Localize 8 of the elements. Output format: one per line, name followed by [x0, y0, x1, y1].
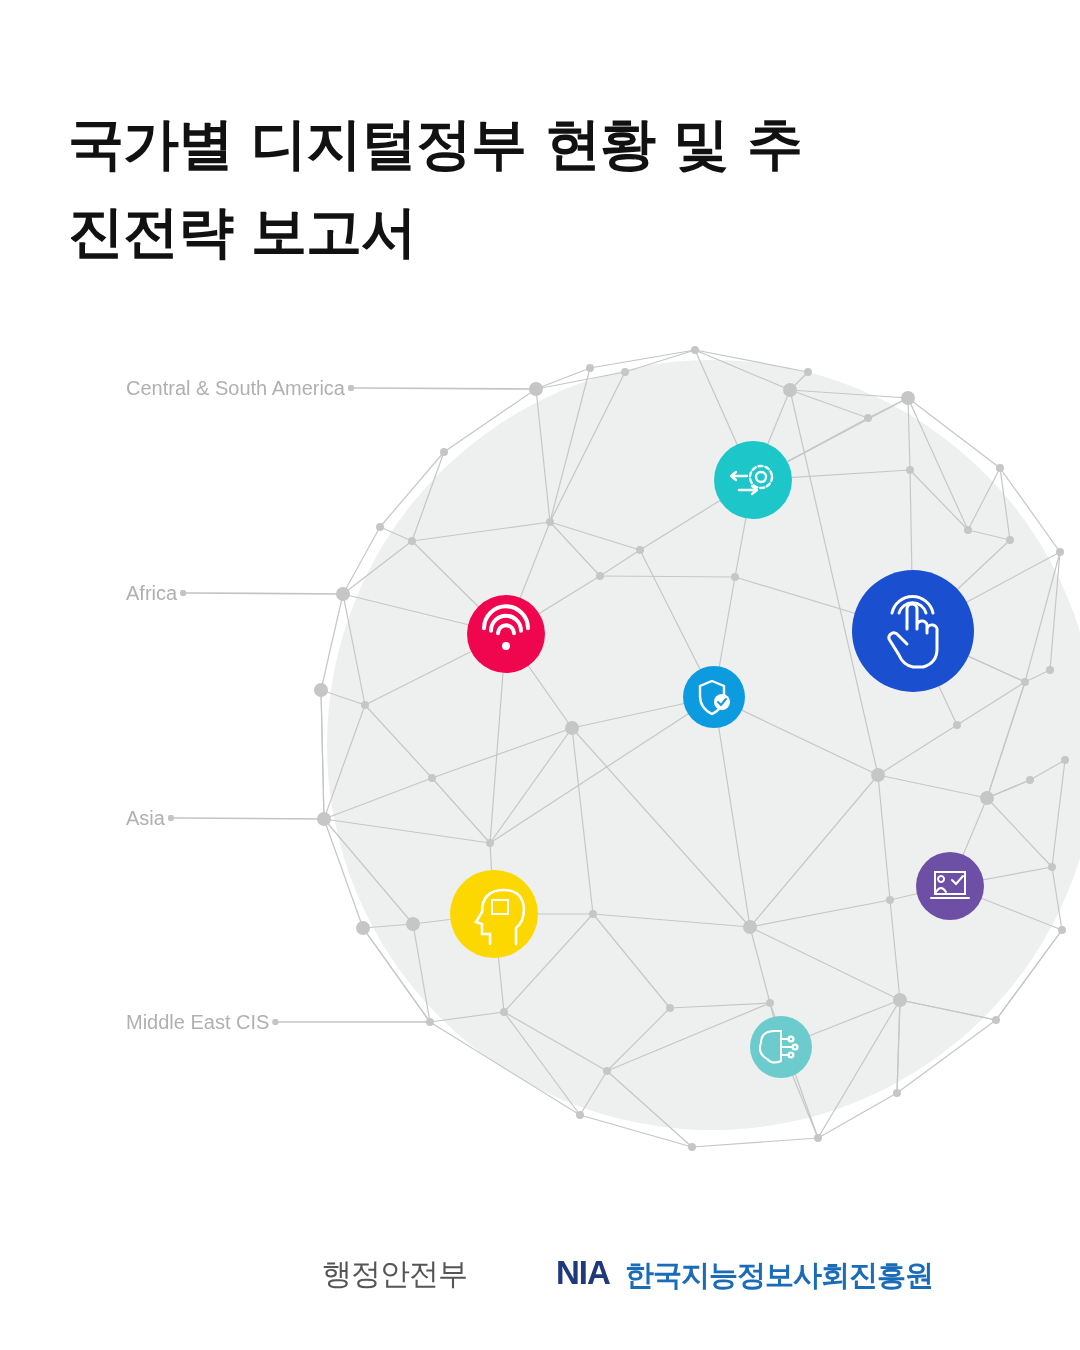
- organization-name: 한국지능정보사회진흥원: [625, 1257, 933, 1294]
- region-label: Central & South America: [126, 376, 345, 400]
- region-label: Middle East CIS: [126, 1010, 270, 1034]
- title: 국가별 디지털정부 현황 및 추진전략 보고서: [68, 110, 803, 266]
- region-label: Asia: [126, 806, 165, 830]
- organization-acronym: NIA: [556, 1254, 610, 1292]
- organization-name: 행정안전부: [322, 1255, 467, 1293]
- region-label: Africa: [126, 581, 178, 605]
